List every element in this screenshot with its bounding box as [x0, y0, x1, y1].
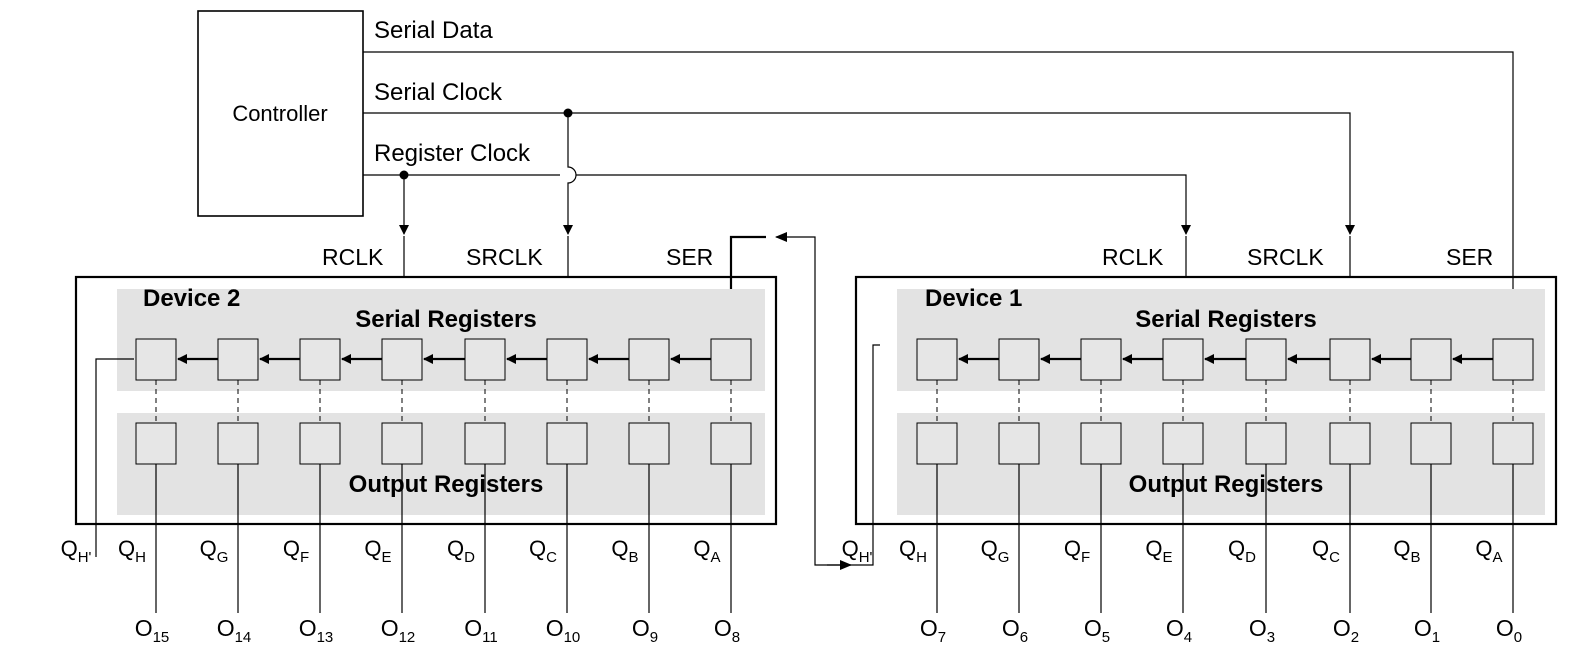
- device1-output-register: [1162, 422, 1204, 465]
- register-clock-wire-b: [576, 174, 1191, 235]
- device2-serial-registers-label: Serial Registers: [355, 306, 536, 333]
- device2-q-label: QD: [447, 536, 475, 566]
- device1-q-label: QB: [1393, 536, 1420, 566]
- device2-output-label: O8: [714, 615, 740, 646]
- device1-q-label: QA: [1475, 536, 1502, 566]
- device2-output-register: [464, 422, 506, 465]
- device2-output-registers-label: Output Registers: [349, 471, 544, 498]
- device1-output-label: O6: [1002, 615, 1028, 646]
- device2-output-register: [135, 422, 177, 465]
- device2-rclk-label: RCLK: [322, 244, 384, 270]
- device2-output-label: O14: [217, 615, 252, 646]
- controller-label: Controller: [232, 101, 327, 126]
- device1-serial-register: [1080, 338, 1122, 381]
- device2-serial-register: [710, 338, 752, 381]
- device2-output-label: O9: [632, 615, 658, 646]
- device1-output-register: [1245, 422, 1287, 465]
- device1-q-label: QD: [1228, 536, 1256, 566]
- device1-output-register: [1410, 422, 1452, 465]
- device2-q-label: QB: [611, 536, 638, 566]
- device2-output-label: O13: [299, 615, 334, 646]
- device1-output-label: O5: [1084, 615, 1110, 646]
- device1-serial-register: [1162, 338, 1204, 381]
- device1-output-label: O3: [1249, 615, 1275, 646]
- device2-title: Device 2: [143, 285, 240, 312]
- device1-q-label: QH: [899, 536, 927, 566]
- device2-output-register: [628, 422, 670, 465]
- device2-output-label: O10: [546, 615, 581, 646]
- device1-output-register: [916, 422, 958, 465]
- device2-cascade-label: QH': [61, 536, 92, 566]
- serial-data-label: Serial Data: [374, 17, 493, 44]
- device2-ser-label: SER: [666, 244, 713, 270]
- device2-output-label: O11: [464, 615, 497, 646]
- device1-output-register: [998, 422, 1040, 465]
- device2-output-register: [710, 422, 752, 465]
- device2-output-register: [381, 422, 423, 465]
- device1-q-label: QF: [1064, 536, 1090, 566]
- device1-output-label: O1: [1414, 615, 1440, 646]
- device2-q-label: QE: [364, 536, 391, 566]
- device1-q-label: QC: [1312, 536, 1340, 566]
- device1-q-label: QG: [981, 536, 1010, 566]
- serial-clock-wire: [363, 112, 1355, 235]
- controller-box: [197, 10, 364, 217]
- device2-serial-register: [381, 338, 423, 381]
- device1-output-label: O7: [920, 615, 946, 646]
- device2-output-register: [546, 422, 588, 465]
- device2-q-label: QA: [693, 536, 720, 566]
- device1-output-label: O4: [1166, 615, 1192, 646]
- device2-box: [74, 275, 778, 526]
- device2-cascade-stub: [95, 358, 134, 557]
- device1-srclk-label: SRCLK: [1247, 244, 1324, 270]
- device2-q-label: QH: [118, 536, 146, 566]
- device2-serial-register: [628, 338, 670, 381]
- register-clock-label: Register Clock: [374, 140, 531, 167]
- device1-rclk-label: RCLK: [1102, 244, 1164, 270]
- device1-title: Device 1: [925, 285, 1022, 312]
- device2-serial-register: [135, 338, 177, 381]
- device1-q-label: QE: [1145, 536, 1172, 566]
- device1-serial-register: [916, 338, 958, 381]
- serial-clock-label: Serial Clock: [374, 79, 503, 106]
- device1-ser-label: SER: [1446, 244, 1493, 270]
- device2-q-label: QC: [529, 536, 557, 566]
- device2-serial-register: [299, 338, 341, 381]
- device1-serial-register: [998, 338, 1040, 381]
- device1-cascade-label: QH': [842, 536, 873, 566]
- device1-output-label: O2: [1333, 615, 1359, 646]
- device1-box: [854, 275, 1558, 526]
- device2-output-label: O15: [135, 615, 170, 646]
- device1-output-label: O0: [1496, 615, 1522, 646]
- device1-serial-register: [1329, 338, 1371, 381]
- device1-serial-register: [1492, 338, 1534, 381]
- device2-q-label: QG: [200, 536, 229, 566]
- device2-serial-register: [464, 338, 506, 381]
- device1-output-registers-label: Output Registers: [1129, 471, 1324, 498]
- device1-output-register: [1080, 422, 1122, 465]
- serial-data-wire: [363, 51, 1514, 330]
- device2-output-register: [217, 422, 259, 465]
- device2-output-register: [299, 422, 341, 465]
- device2-srclk-wire: [563, 113, 577, 235]
- device2-q-label: QF: [283, 536, 309, 566]
- device2-serial-register: [546, 338, 588, 381]
- device1-output-register: [1329, 422, 1371, 465]
- device2-serial-register: [217, 338, 259, 381]
- device2-srclk-label: SRCLK: [466, 244, 543, 270]
- device1-serial-registers-label: Serial Registers: [1135, 306, 1316, 333]
- cascade-wire: [775, 232, 880, 566]
- device1-output-register: [1492, 422, 1534, 465]
- device1-serial-register: [1410, 338, 1452, 381]
- device1-serial-register: [1245, 338, 1287, 381]
- device2-output-label: O12: [381, 615, 416, 646]
